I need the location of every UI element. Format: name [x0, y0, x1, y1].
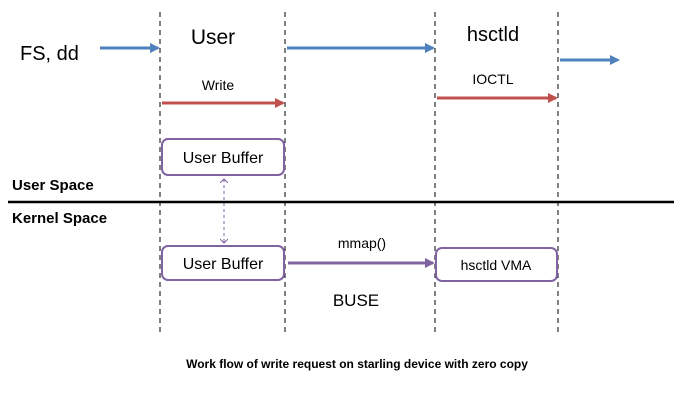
hsctld-vma-label: hsctld VMA	[461, 257, 532, 273]
user-space-label: User Space	[12, 177, 94, 194]
kernel-space-label: Kernel Space	[12, 210, 107, 227]
diagram-caption: Work flow of write request on starling d…	[186, 357, 528, 371]
user-buffer-top-label: User Buffer	[183, 150, 264, 167]
user-buffer-bottom-label: User Buffer	[183, 256, 264, 273]
user-buffer-top-box	[161, 138, 285, 176]
write-label: Write	[202, 77, 235, 93]
hsctld-column-title: hsctld	[467, 24, 519, 46]
user-column-title: User	[191, 26, 235, 49]
hsctld-vma-box	[435, 247, 558, 282]
user-buffer-bottom-box	[161, 245, 285, 281]
mmap-label: mmap()	[338, 235, 386, 251]
source-label: FS, dd	[20, 43, 79, 65]
ioctl-label: IOCTL	[472, 71, 513, 87]
buse-label: BUSE	[333, 291, 379, 310]
